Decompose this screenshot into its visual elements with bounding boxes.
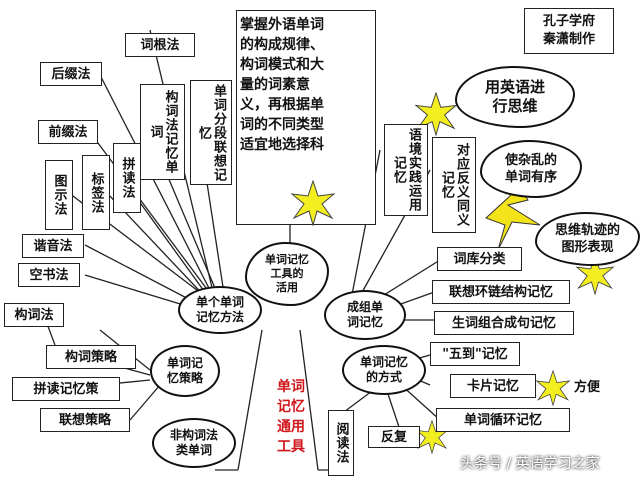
star-icon	[535, 370, 571, 406]
watermark: 头条号 / 英语学习之家	[460, 456, 600, 472]
hub-group-word: 成组单 词记忆	[324, 290, 406, 340]
trunk-label: 单词 记忆 通用 工具	[277, 379, 305, 455]
box-assoc-strategy: 联想策略	[40, 408, 130, 432]
hub-strategy: 单词记 忆策略	[150, 345, 220, 397]
box-prefix-method: 前缀法	[38, 120, 98, 144]
box-root-strategy: 构词策略	[46, 345, 136, 369]
box-root-method: 词根法	[125, 33, 195, 57]
box-segment-memory: 单词分段联想记忆	[190, 80, 232, 185]
star-icon	[575, 255, 615, 295]
box-root-memory: 构词法记忆单词	[140, 84, 185, 180]
non-root-words: 非构词法 类单词	[152, 418, 236, 468]
cloud-english-thinking: 用英语进 行思维	[455, 66, 575, 128]
hub-method: 单词记忆 的方式	[342, 345, 426, 395]
box-spell-method: 拼读法	[113, 143, 141, 213]
lightning-bolt	[485, 178, 541, 251]
hub-single-word: 单个单词 记忆方法	[178, 286, 262, 334]
box-convenient: 方便	[573, 379, 600, 395]
box-antonym-synonym: 对应反义同义记忆	[432, 137, 476, 233]
box-phrase-sentence: 生词组合成句记忆	[434, 311, 574, 335]
box-root-word: 构词法	[4, 303, 64, 327]
box-context-practice: 语境实践运用记忆	[384, 124, 428, 216]
box-five-to: "五到"记忆	[430, 342, 520, 366]
box-suffix-method: 后缀法	[40, 62, 102, 86]
box-repeat: 反复	[368, 426, 420, 448]
center-cloud: 单词记忆 工具的 活用	[245, 242, 329, 306]
box-reading: 阅读法	[328, 410, 354, 476]
box-homophone: 谐音法	[22, 234, 84, 258]
box-association-chain: 联想环链结构记忆	[432, 280, 570, 304]
box-cycle-memory: 单词循环记忆	[436, 408, 570, 432]
cloud-order: 使杂乱的 单词有序	[480, 140, 582, 198]
box-word-bank: 词库分类	[437, 247, 522, 271]
cloud-graph: 思维轨迹的 图形表现	[535, 212, 640, 266]
box-tag-method: 标签法	[82, 155, 110, 230]
box-air-write: 空书法	[18, 263, 80, 287]
box-spell-strategy: 拼读记忆策	[12, 377, 120, 401]
description-box: 掌握外语单词 的构成规律、 构词模式和大 量的词素意 义，再根据单 词的不同类型…	[236, 10, 376, 225]
credit-box: 孔子学府 秦潇制作	[524, 8, 614, 54]
star-icon	[290, 180, 336, 226]
box-picture-method: 图示法	[45, 160, 73, 230]
box-card-memory: 卡片记忆	[450, 374, 536, 398]
